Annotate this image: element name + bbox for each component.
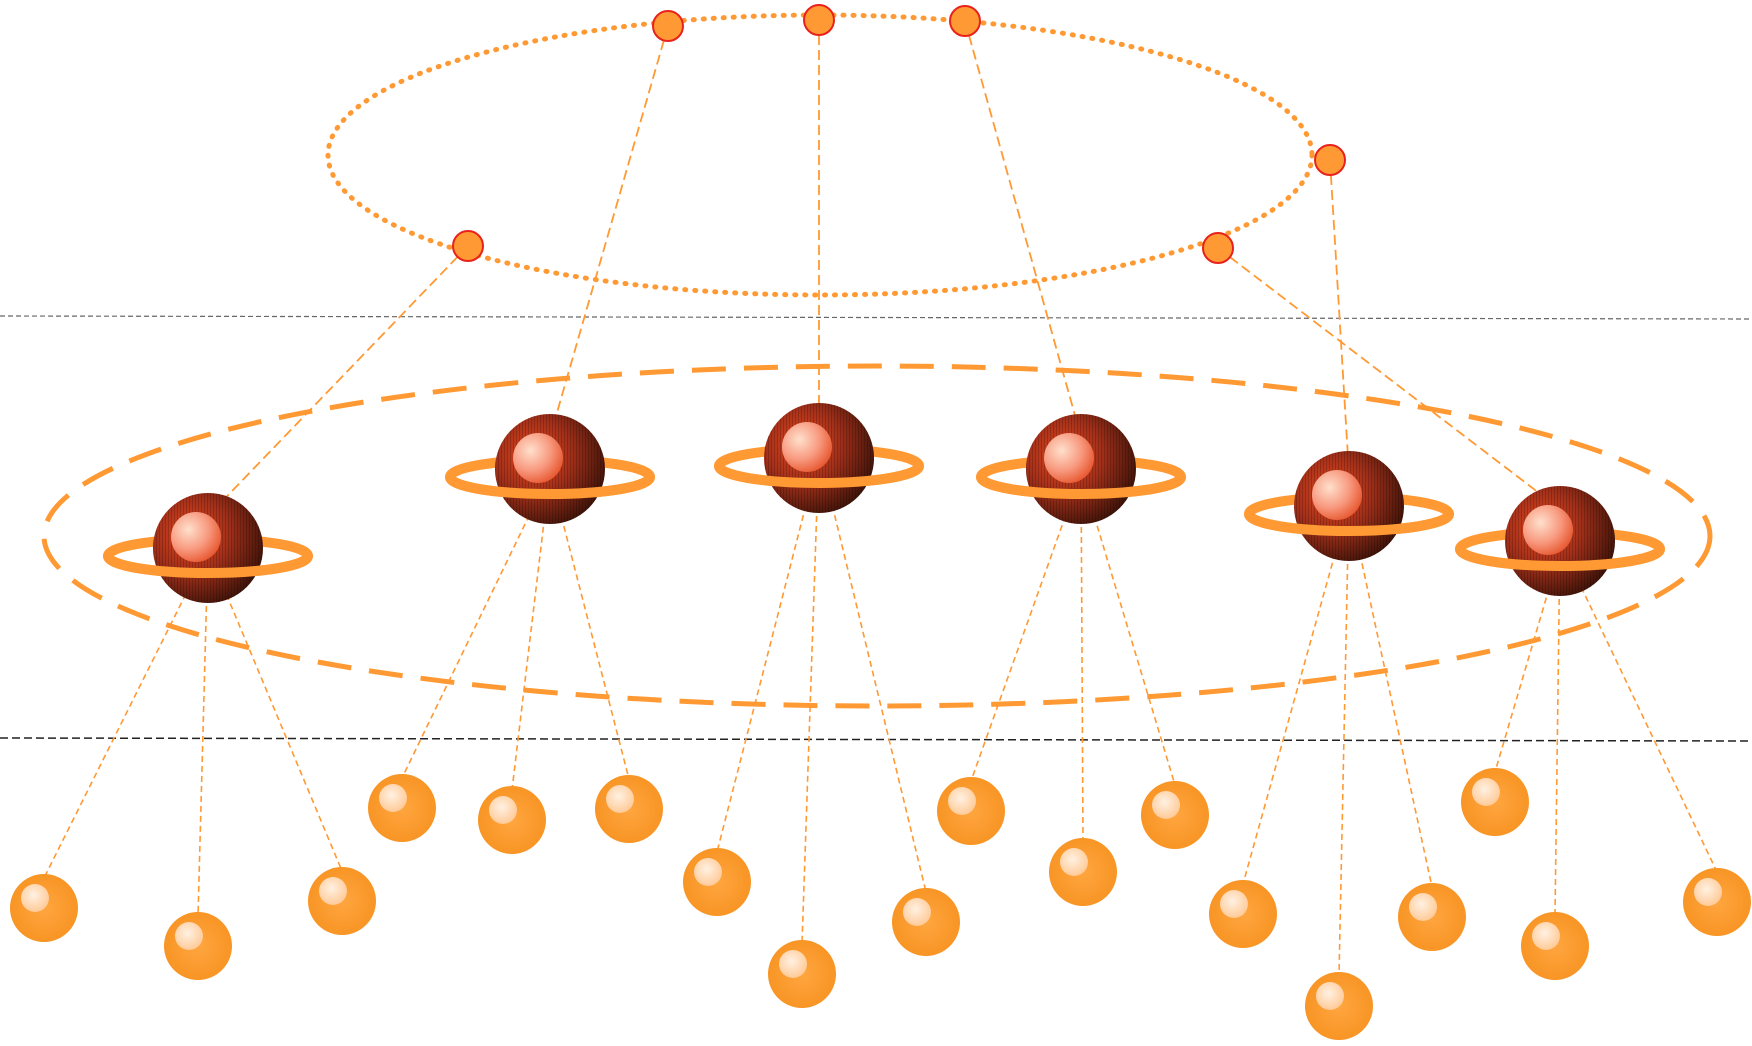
middle-node-ring-front [103,554,313,578]
middle-to-leaf-link [1354,533,1433,888]
leaf-node [937,777,1005,845]
middle-to-leaf-link [826,485,927,893]
middle-to-leaf-link [716,485,812,853]
leaf-node [595,775,663,843]
separator-lines [0,315,1752,742]
upper-separator-line [0,315,1752,320]
leaf-node [10,874,78,942]
middle-node-ring-front [1455,547,1665,571]
middle-to-leaf-link [217,575,343,872]
leaf-node-highlight [1472,778,1500,806]
leaf-node-highlight [1532,922,1560,950]
leaf-node [1683,868,1751,936]
middle-to-leaf-link [197,575,208,917]
leaf-node [683,848,751,916]
leaf-node-highlight [948,787,976,815]
middle-node [445,414,655,524]
top-node [652,10,684,42]
middle-to-leaf-link [1242,533,1342,885]
links-layer [43,20,1718,977]
middle-to-leaf-link [1338,533,1349,977]
leaf-node [1398,883,1466,951]
leaf-node [1305,972,1373,1040]
top-ring-ellipse [325,12,1315,298]
leaf-node-highlight [319,877,347,905]
middle-node-ring-front [445,475,655,499]
middle-node [1244,451,1454,561]
leaf-node [768,940,836,1008]
top-node [452,230,484,262]
middle-to-leaf-link [1554,568,1561,917]
middle-node-ring-front [714,464,924,488]
leaf-node-highlight [21,884,49,912]
top-to-middle-link [1217,247,1561,510]
leaf-node [1461,768,1529,836]
top-to-middle-link [207,245,469,517]
middle-to-leaf-link [1087,496,1176,786]
leaf-node-highlight [1316,982,1344,1010]
middle-to-leaf-link [1494,568,1556,773]
top-to-middle-link [549,25,669,438]
leaf-node-highlight [379,784,407,812]
leaf-node-highlight [903,898,931,926]
middle-nodes-layer [103,403,1665,603]
middle-node-inner-ball [1044,433,1094,483]
leaf-node [1141,781,1209,849]
middle-node-inner-ball [1523,505,1573,555]
middle-to-leaf-link [1571,568,1718,873]
middle-node-ring-front [1244,512,1454,536]
leaf-node-highlight [1060,848,1088,876]
top-node [949,5,981,37]
leaf-node [1049,838,1117,906]
middle-to-leaf-link [1080,496,1084,843]
leaf-node-highlight [1152,791,1180,819]
top-nodes-layer [452,4,1346,264]
middle-node-inner-ball [513,433,563,483]
leaf-node-highlight [694,858,722,886]
leaf-node [892,888,960,956]
middle-to-leaf-link [511,496,548,791]
middle-to-leaf-link [43,575,196,879]
leaf-node [478,786,546,854]
middle-node-inner-ball [1312,470,1362,520]
top-to-middle-link [1329,159,1350,475]
middle-node [714,403,924,513]
leaf-node [164,912,232,980]
leaf-node-highlight [175,922,203,950]
leaf-node-highlight [1694,878,1722,906]
middle-to-leaf-link [555,496,630,780]
middle-node-inner-ball [782,422,832,472]
leaf-node-highlight [1220,890,1248,918]
middle-node [103,493,313,603]
middle-node [976,414,1186,524]
middle-node-ring-front [976,475,1186,499]
middle-to-leaf-link [970,496,1073,782]
middle-ring-ellipse [41,363,1713,709]
top-to-middle-link [964,20,1082,438]
middle-node [1455,486,1665,596]
leaf-node-highlight [606,785,634,813]
middle-to-leaf-link [801,485,819,945]
top-node [1202,232,1234,264]
lower-separator-line [0,737,1752,742]
top-node [803,4,835,36]
top-node [1314,144,1346,176]
leaf-node-highlight [1409,893,1437,921]
leaf-node [368,774,436,842]
leaf-node-highlight [779,950,807,978]
middle-node-inner-ball [171,512,221,562]
leaf-node [1209,880,1277,948]
middle-to-leaf-link [401,496,539,779]
leaf-node [1521,912,1589,980]
leaf-node-highlight [489,796,517,824]
leaf-nodes-layer [10,768,1751,1040]
leaf-node [308,867,376,935]
